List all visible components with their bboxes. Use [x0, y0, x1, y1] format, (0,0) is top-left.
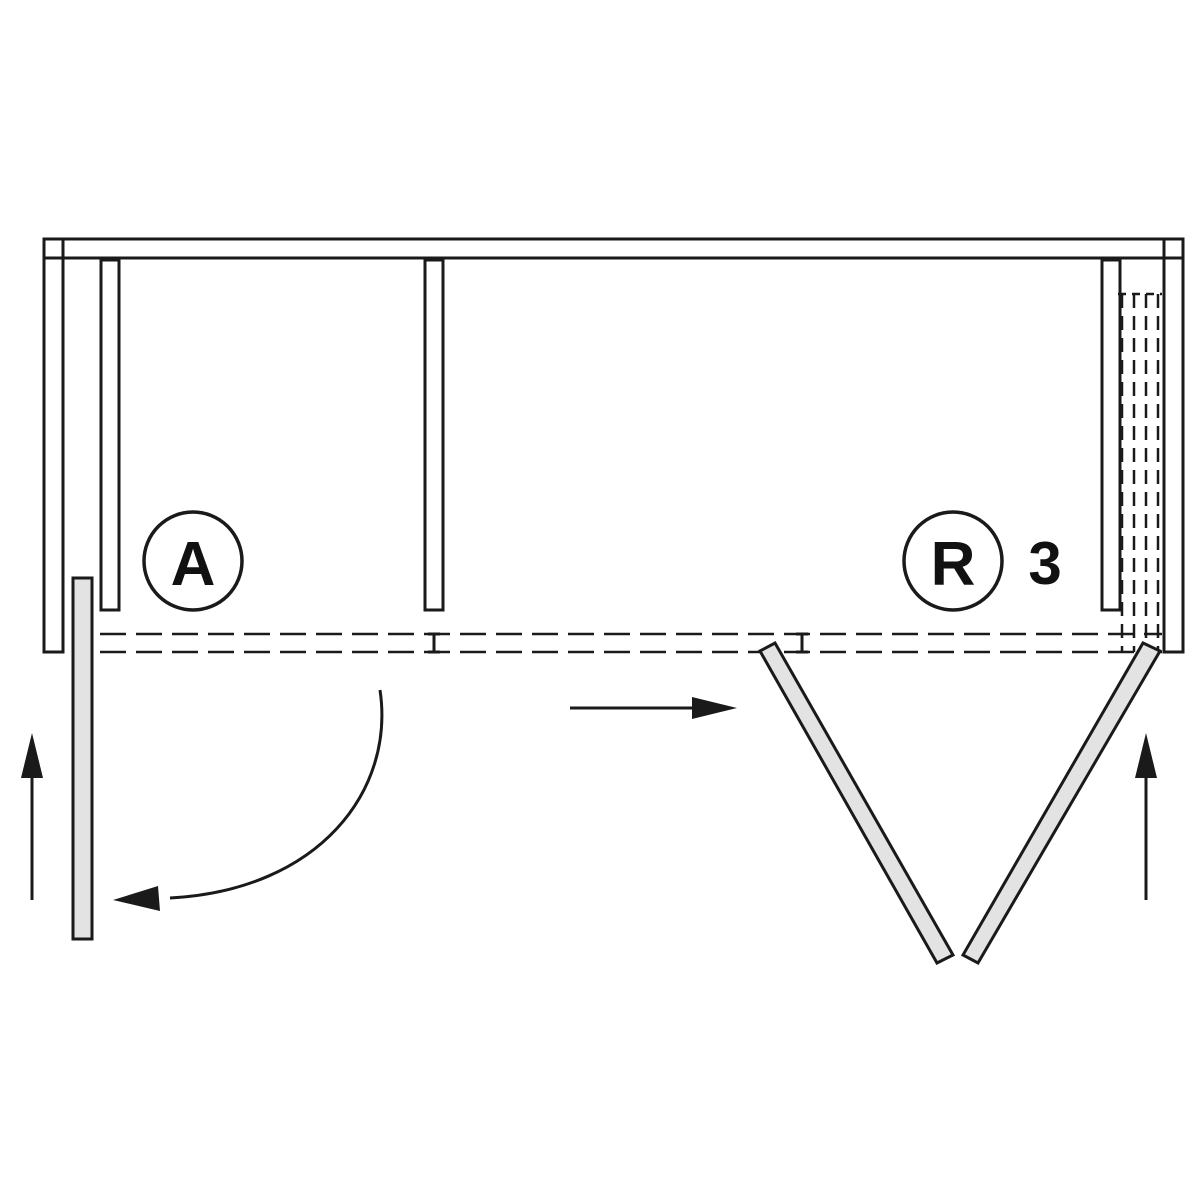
door-front-closed [100, 632, 1162, 654]
stacked-door-panels [1118, 292, 1162, 652]
arrow-up-icon [21, 733, 43, 900]
marker-r: R [902, 510, 1004, 612]
arrows [21, 689, 1157, 911]
marker-a-label: A [171, 530, 216, 599]
marker-a-circle [142, 510, 244, 612]
left-door-panel [71, 576, 94, 941]
arrow-up-icon [1135, 733, 1157, 900]
back-panel [42, 237, 1185, 260]
right-side-wall [1162, 237, 1185, 654]
folding-door-panel-1 [757, 640, 956, 965]
curved-arrow-icon [113, 689, 384, 911]
hinge-joints [428, 632, 808, 654]
folding-door-panel-2 [960, 641, 1163, 966]
marker-a: A [142, 510, 244, 612]
partition-left [99, 258, 121, 612]
cabinet-carcass [42, 237, 1185, 654]
partition-right [1100, 258, 1122, 612]
hinge-joint-2 [796, 632, 808, 654]
count-label: 3 [1028, 530, 1061, 597]
partitions [99, 258, 1122, 612]
marker-r-label: R [931, 530, 976, 599]
marker-r-circle [902, 510, 1004, 612]
left-side-wall [42, 237, 65, 654]
door-panels [71, 576, 1163, 966]
hinge-joint-1 [428, 632, 440, 654]
arrow-right-icon [570, 697, 737, 719]
partition-middle [423, 258, 445, 612]
